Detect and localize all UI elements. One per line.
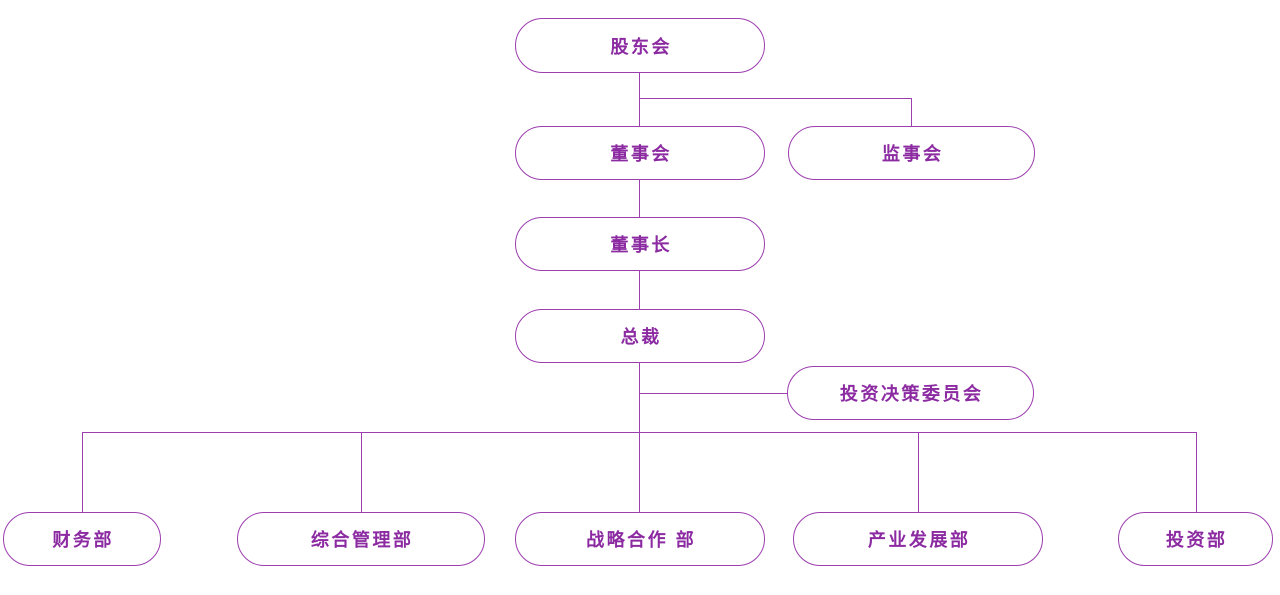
- connector-line: [639, 98, 911, 99]
- connector-line: [639, 271, 640, 309]
- node-finance-dept: 财务部: [3, 512, 161, 566]
- node-label: 董事会: [610, 144, 672, 164]
- connector-line: [1196, 432, 1197, 512]
- node-strategic-cooperation-dept: 战略合作 部: [515, 512, 765, 566]
- node-label: 综合管理部: [311, 530, 414, 550]
- node-president: 总裁: [515, 309, 765, 363]
- node-general-management-dept: 综合管理部: [237, 512, 485, 566]
- connector-line: [639, 432, 640, 512]
- connector-line: [918, 432, 919, 512]
- connector-line: [639, 393, 787, 394]
- node-label: 监事会: [882, 144, 944, 164]
- connector-line: [82, 432, 83, 512]
- node-label: 财务部: [52, 530, 114, 550]
- node-label: 总裁: [620, 327, 662, 347]
- node-industry-development-dept: 产业发展部: [793, 512, 1043, 566]
- node-board-of-directors: 董事会: [515, 126, 765, 180]
- node-label: 股东会: [610, 36, 672, 57]
- node-label: 投资部: [1166, 530, 1228, 550]
- node-label: 投资决策委员会: [840, 384, 984, 404]
- node-investment-decision-committee: 投资决策委员会: [787, 366, 1034, 420]
- node-label: 董事长: [610, 235, 672, 255]
- connector-line: [639, 180, 640, 217]
- connector-line: [639, 73, 640, 126]
- node-chairman: 董事长: [515, 217, 765, 271]
- connector-line: [911, 98, 912, 126]
- node-label: 战略合作 部: [586, 530, 697, 550]
- node-investment-dept: 投资部: [1118, 512, 1273, 566]
- node-label: 产业发展部: [868, 530, 971, 550]
- connector-line: [361, 432, 362, 512]
- node-supervisory-board: 监事会: [788, 126, 1035, 180]
- connector-line: [639, 363, 640, 432]
- node-shareholders-meeting: 股东会: [515, 18, 765, 73]
